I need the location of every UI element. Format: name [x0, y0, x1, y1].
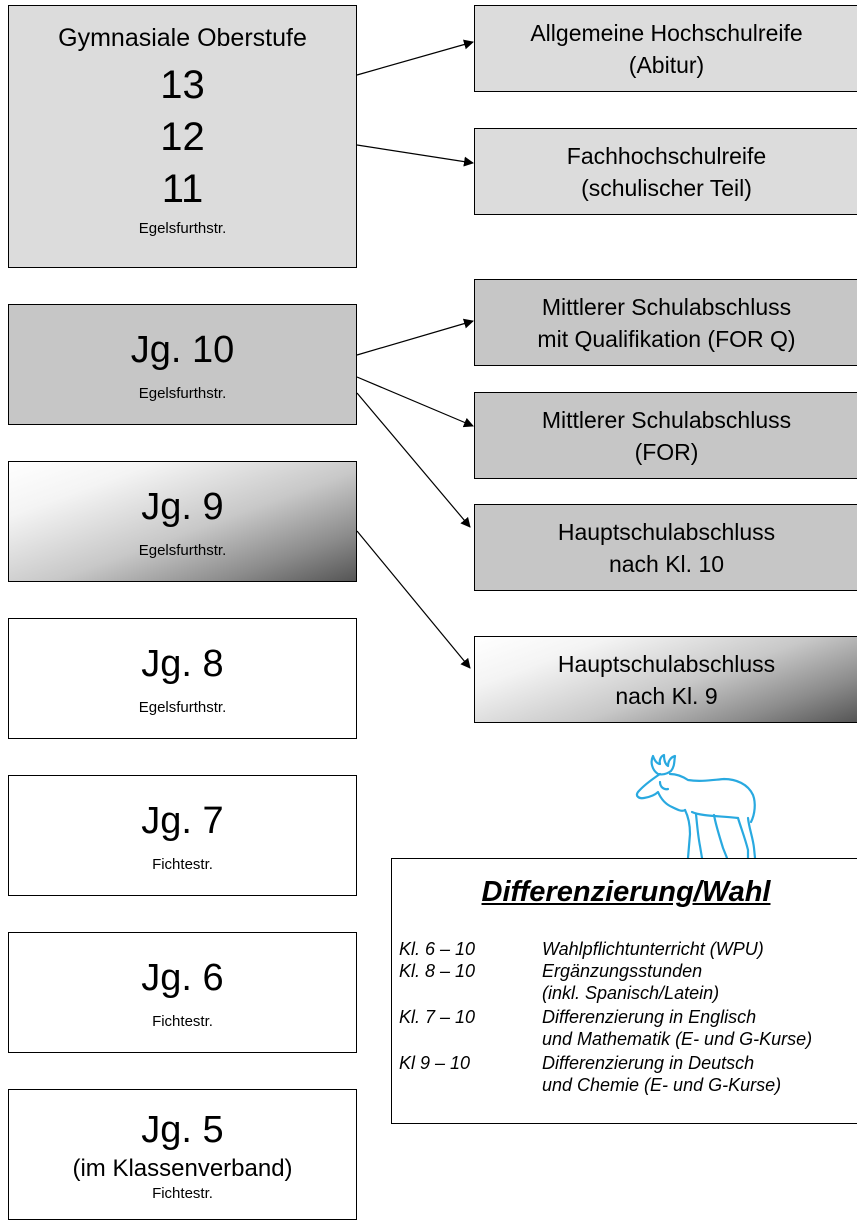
- jg10-box: Jg. 10 Egelsfurthstr.: [8, 304, 357, 425]
- diff-row-ergaenzung-classes: Kl. 8 – 10: [399, 961, 476, 981]
- jg6-box: Jg. 6 Fichtestr.: [8, 932, 357, 1053]
- jg8-box: Jg. 8 Egelsfurthstr.: [8, 618, 357, 739]
- outcome-for: Mittlerer Schulabschluss (FOR): [474, 392, 857, 479]
- arrow-oberstufe-abitur: [356, 39, 474, 76]
- outcome-fachhochschulreife-line2: (schulischer Teil): [581, 174, 752, 201]
- jg5-location: Fichtestr.: [152, 1184, 213, 1202]
- diff-row-deutsch-classes: Kl 9 – 10: [399, 1053, 471, 1073]
- diff-row-ergaenzung-text2: (inkl. Spanisch/Latein): [542, 983, 720, 1003]
- jg7-label: Jg. 7: [141, 799, 224, 842]
- outcome-hauptschul-10: Hauptschulabschluss nach Kl. 10: [474, 504, 857, 591]
- grade-12: 12: [160, 115, 205, 159]
- jg8-label: Jg. 8: [141, 642, 224, 685]
- jg10-location: Egelsfurthstr.: [138, 384, 227, 402]
- arrow-jg10-for: [356, 376, 474, 428]
- outcome-for-line2: (FOR): [634, 438, 699, 465]
- arrow-jg9-hauptschul-9: [356, 530, 471, 669]
- jg7-box: Jg. 7 Fichtestr.: [8, 775, 357, 896]
- diff-row-englisch-classes: Kl. 7 – 10: [399, 1007, 476, 1027]
- jg5-box: Jg. 5 (im Klassenverband) Fichtestr.: [8, 1089, 357, 1220]
- outcome-hauptschul-10-line2: nach Kl. 10: [608, 550, 725, 577]
- diff-row-englisch-text: Differenzierung in Englisch: [542, 1007, 757, 1027]
- outcome-fachhochschulreife-line1: Fachhochschulreife: [566, 142, 767, 169]
- outcome-hauptschul-9-line1: Hauptschulabschluss: [557, 650, 776, 677]
- diff-row-deutsch-text: Differenzierung in Deutsch: [542, 1053, 755, 1073]
- diff-row-wpu-text: Wahlpflichtunterricht (WPU): [542, 939, 764, 959]
- jg9-box: Jg. 9 Egelsfurthstr.: [8, 461, 357, 582]
- jg5-label: Jg. 5: [141, 1108, 224, 1151]
- grade-13: 13: [160, 63, 205, 107]
- outcome-hauptschul-10-line1: Hauptschulabschluss: [557, 518, 776, 545]
- jg7-location: Fichtestr.: [152, 855, 213, 873]
- outcome-for-line1: Mittlerer Schulabschluss: [541, 406, 792, 433]
- outcome-abitur-line2: (Abitur): [628, 51, 705, 78]
- jg9-label: Jg. 9: [141, 485, 224, 528]
- jg10-label: Jg. 10: [130, 328, 235, 371]
- arrow-oberstufe-fachhochschulreife: [356, 144, 474, 167]
- outcome-for-q: Mittlerer Schulabschluss mit Qualifikati…: [474, 279, 857, 366]
- jg8-location: Egelsfurthstr.: [138, 698, 227, 716]
- outcome-abitur: Allgemeine Hochschulreife (Abitur): [474, 5, 857, 92]
- outcome-abitur-line1: Allgemeine Hochschulreife: [530, 19, 803, 46]
- moose-icon: [635, 753, 757, 860]
- jg6-label: Jg. 6: [141, 956, 224, 999]
- oberstufe-location: Egelsfurthstr.: [138, 220, 227, 237]
- outcome-for-q-line2: mit Qualifikation (FOR Q): [537, 325, 796, 352]
- jg5-note: (im Klassenverband): [72, 1154, 293, 1182]
- diff-row-ergaenzung-text: Ergänzungsstunden: [542, 961, 703, 981]
- outcome-for-q-line1: Mittlerer Schulabschluss: [541, 293, 792, 320]
- outcome-fachhochschulreife: Fachhochschulreife (schulischer Teil): [474, 128, 857, 215]
- arrow-jg10-for-q: [356, 318, 474, 356]
- grade-11: 11: [161, 167, 204, 211]
- diff-row-deutsch-text2: und Chemie (E- und G-Kurse): [542, 1075, 782, 1095]
- diff-row-englisch-text2: und Mathematik (E- und G-Kurse): [542, 1029, 813, 1049]
- jg6-location: Fichtestr.: [152, 1012, 213, 1030]
- oberstufe-box: Gymnasiale Oberstufe 13 12 11 Egelsfurth…: [8, 5, 357, 268]
- jg9-location: Egelsfurthstr.: [138, 541, 227, 559]
- differenzierung-box: Differenzierung/Wahl Kl. 6 – 10 Wahlpfli…: [391, 858, 857, 1124]
- arrow-jg10-hauptschul-10: [356, 392, 471, 528]
- oberstufe-title: Gymnasiale Oberstufe: [58, 24, 307, 52]
- diff-row-wpu-classes: Kl. 6 – 10: [399, 939, 476, 959]
- outcome-hauptschul-9-line2: nach Kl. 9: [615, 682, 718, 709]
- outcome-hauptschul-9: Hauptschulabschluss nach Kl. 9: [474, 636, 857, 723]
- differenzierung-title: Differenzierung/Wahl: [481, 876, 771, 908]
